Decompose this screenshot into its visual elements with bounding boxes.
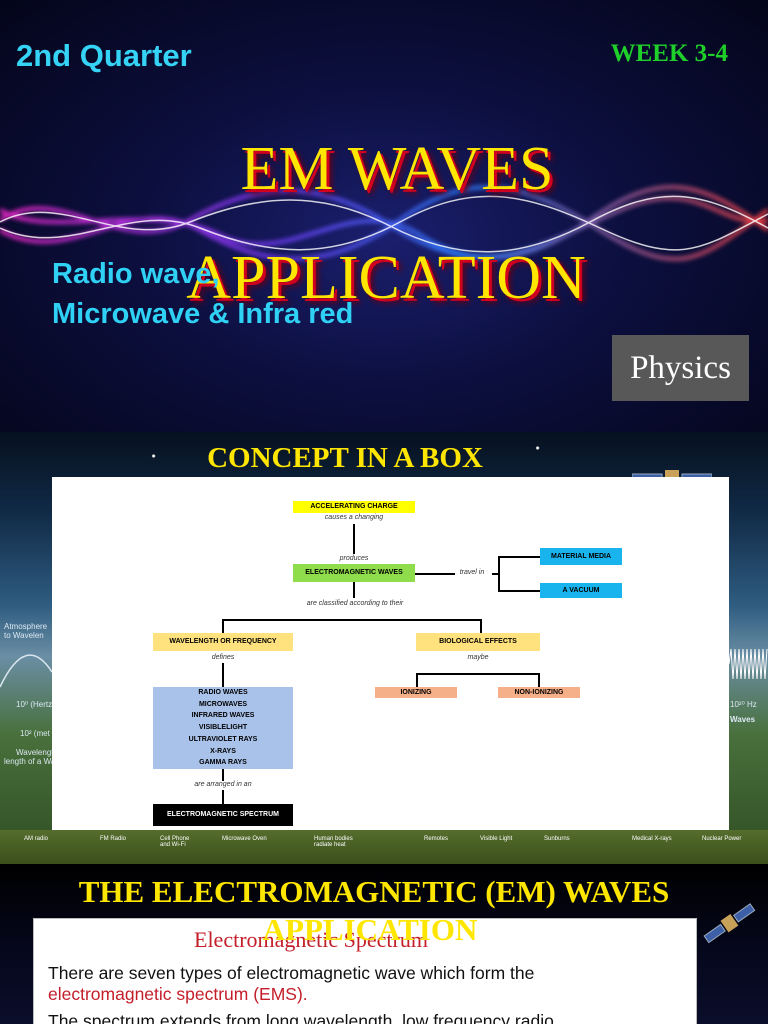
week-label: WEEK 3-4 — [610, 40, 728, 67]
card-title: Electromagnetic Spectrum — [194, 927, 428, 952]
high-frequency-wave-icon — [729, 648, 768, 680]
slide3-title-line1: THE ELECTROMAGNETIC (EM) WAVES — [78, 874, 670, 909]
side-text-8: Waves — [730, 715, 756, 724]
wave-curve-icon — [0, 654, 52, 688]
concept-title: CONCEPT IN A BOX — [207, 442, 483, 474]
non-ionizing-box: NON-IONIZING — [498, 687, 580, 698]
strip-label: Nuclear Power — [702, 836, 742, 842]
wave-type-item: INFRARED WAVES — [191, 712, 255, 720]
side-text-7: 10²⁰ Hz — [730, 700, 757, 709]
produces-note: produces — [339, 555, 369, 562]
strip-label: AM radio — [24, 836, 49, 842]
side-text-1: Atmosphere — [4, 622, 48, 631]
slide3-title-line2: APPLICATION — [262, 912, 478, 947]
biological-effects-box: BIOLOGICAL EFFECTS — [416, 633, 540, 651]
strip-label: Medical X-rays — [632, 836, 672, 842]
ground-strip — [0, 830, 768, 864]
em-waves-box: ELECTROMAGNETIC WAVES — [293, 564, 415, 582]
arranged-note: are arranged in an — [194, 781, 252, 788]
paragraph-2: The spectrum extends from long wavelengt… — [48, 1011, 554, 1024]
card-body: There are seven types of electromagnetic… — [48, 963, 688, 1024]
maybe-note: maybe — [467, 654, 489, 661]
subtitle: Radio wave, Microwave & Infra red — [52, 254, 353, 334]
wave-type-item: GAMMA RAYS — [199, 759, 247, 767]
travel-in-note: travel in — [459, 569, 485, 576]
side-text-6: length of a Wav — [4, 757, 60, 766]
strip-label: Visible Light — [480, 836, 513, 842]
concept-diagram: ACCELERATING CHARGE causes a changing pr… — [52, 477, 729, 837]
spectrum-box: ELECTROMAGNETIC SPECTRUM — [153, 804, 293, 826]
subject-badge: Physics — [612, 335, 749, 401]
strip-label: Cell Phone and Wi-Fi — [160, 836, 190, 848]
em-application-slide: THE ELECTROMAGNETIC (EM) WAVES APPLICATI… — [0, 864, 768, 1024]
paragraph-1a: There are seven types of electromagnetic… — [48, 963, 535, 983]
subtitle-line1: Radio wave, — [52, 258, 220, 290]
defines-note: defines — [211, 654, 235, 661]
paragraph-1b: electromagnetic spectrum (EMS). — [48, 984, 308, 1004]
side-text-3: 10⁰ (Hertz) — [16, 700, 55, 709]
strip-label: Human bodies radiate heat — [314, 836, 353, 848]
quarter-label: 2nd Quarter — [16, 38, 192, 73]
wave-graphic — [0, 185, 768, 261]
wave-type-item: VISIBLELIGHT — [198, 724, 248, 732]
strip-label: Remotes — [424, 836, 449, 842]
content-card: Electromagnetic Spectrum There are seven… — [33, 918, 697, 1024]
concept-slide: CONCEPT IN A BOX Atmosphere to Wavelen 1… — [0, 432, 768, 864]
wave-types-box: RADIO WAVES MICROWAVES INFRARED WAVES VI… — [153, 687, 293, 769]
classified-note: are classified according to their — [306, 600, 404, 607]
wavelength-box: WAVELENGTH OR FREQUENCY — [153, 633, 293, 651]
material-media-box: MATERIAL MEDIA — [540, 548, 622, 565]
strip-label: FM Radio — [100, 836, 127, 842]
wave-type-item: MICROWAVES — [198, 700, 248, 708]
subtitle-line2: Microwave & Infra red — [52, 298, 354, 330]
wave-type-item: ULTRAVIOLET RAYS — [188, 735, 258, 743]
ionizing-box: IONIZING — [375, 687, 457, 698]
side-text-5: Wavelength — [16, 748, 58, 757]
accelerating-charge-box: ACCELERATING CHARGE — [293, 501, 415, 513]
slide-title-line2: APPLICATION — [186, 244, 586, 312]
strip-label: Sunburns — [544, 836, 570, 842]
satellite-icon — [703, 903, 756, 944]
vacuum-box: A VACUUM — [540, 583, 622, 598]
causes-note: causes a changing — [324, 514, 384, 521]
strip-label: Microwave Oven — [222, 836, 267, 842]
title-slide: 2nd Quarter WEEK 3-4 EM WAVES APPLICATIO… — [0, 0, 768, 432]
side-text-2: to Wavelen — [4, 631, 44, 640]
wave-type-item: RADIO WAVES — [198, 689, 248, 697]
wave-type-item: X-RAYS — [210, 747, 236, 755]
side-text-4: 10² (met — [20, 729, 50, 738]
slide-title-line1: EM WAVES — [240, 135, 554, 203]
